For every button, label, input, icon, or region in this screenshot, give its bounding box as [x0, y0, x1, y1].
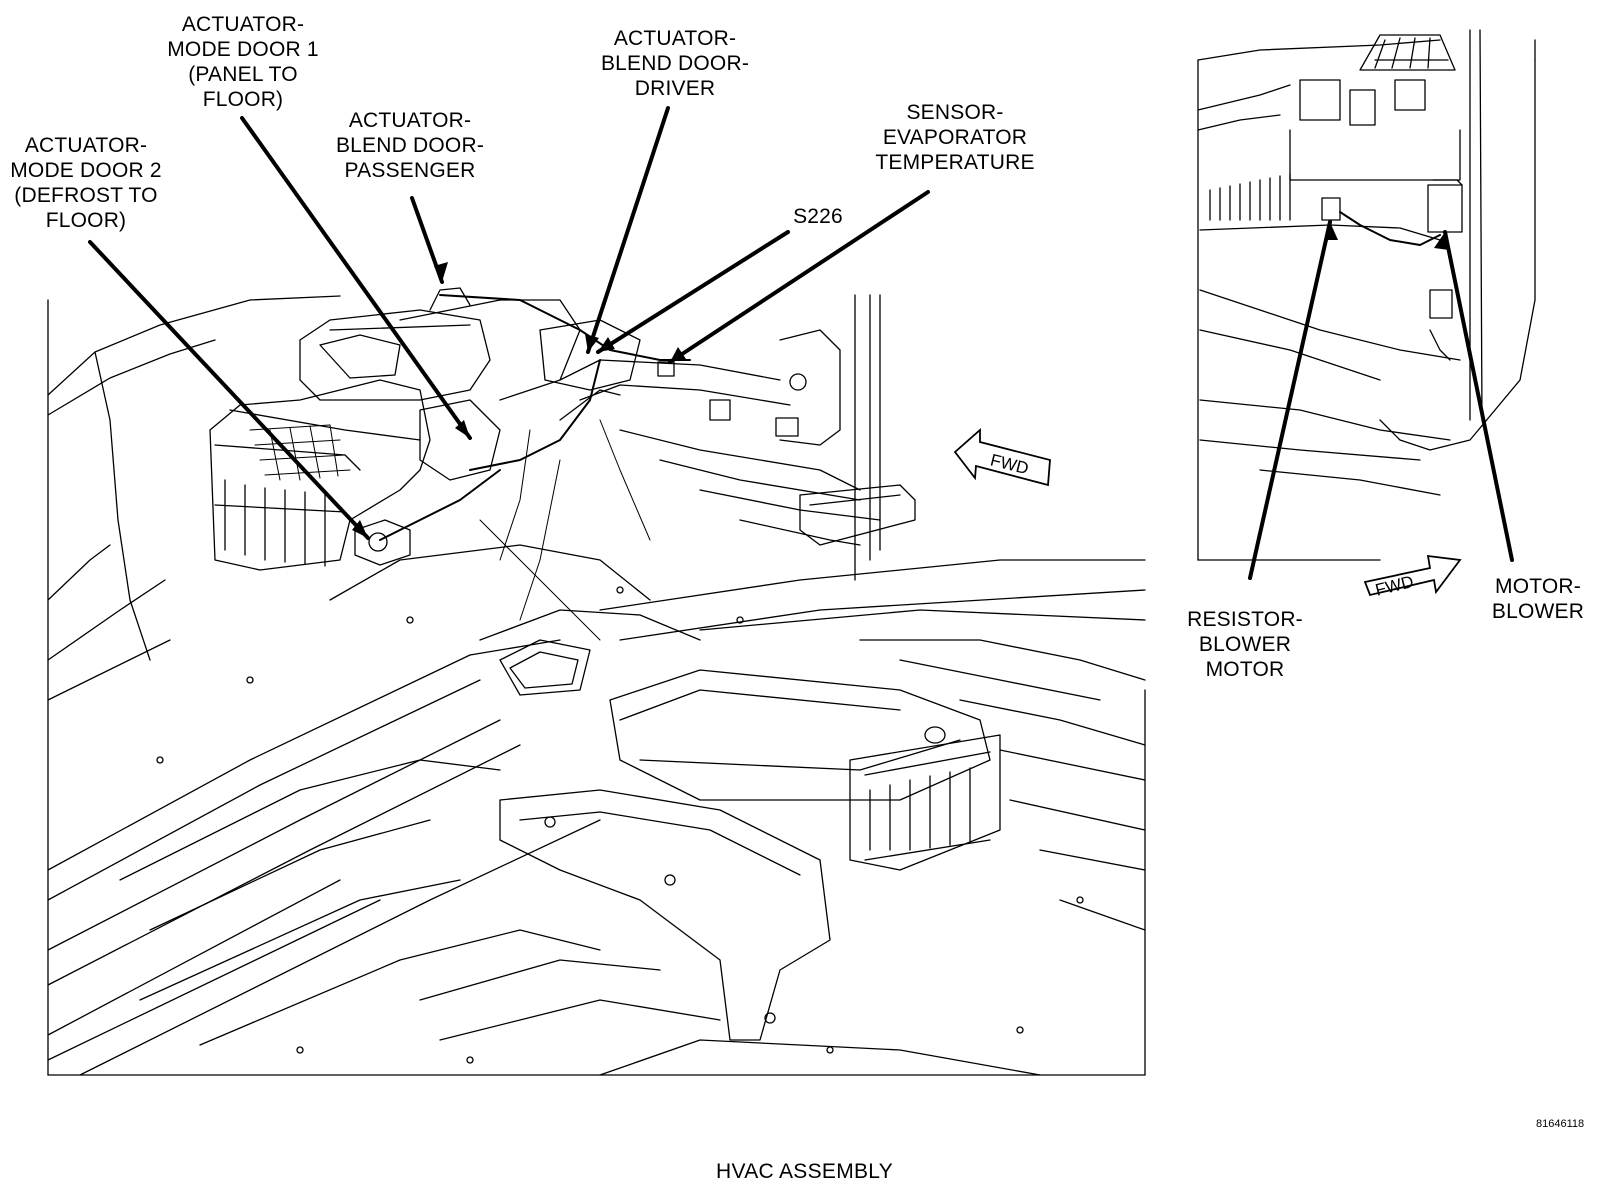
label-line: DRIVER	[634, 77, 716, 100]
label-line: ACTUATOR-	[613, 27, 737, 50]
label-line: (PANEL TO	[188, 63, 298, 86]
arrowheads	[352, 222, 1449, 538]
label-line: FLOOR)	[202, 88, 284, 111]
label-line: ACTUATOR-	[181, 13, 305, 36]
leader-evap-sensor	[668, 190, 930, 364]
label-line: S226	[793, 205, 843, 228]
label-line: (DEFROST TO	[14, 184, 158, 207]
label-blend-door-driver: ACTUATOR- BLEND DOOR- DRIVER	[590, 26, 760, 101]
fwd-label-inset: FWD	[1373, 572, 1415, 600]
label-line: MOTOR-	[1495, 575, 1581, 598]
label-line: BLEND DOOR-	[600, 52, 750, 75]
label-mode-door-2: ACTUATOR- MODE DOOR 2 (DEFROST TO FLOOR)	[0, 133, 172, 233]
label-line: BLOWER	[1491, 600, 1585, 623]
diagram-title: HVAC ASSEMBLY	[716, 1160, 894, 1183]
leader-resistor	[1248, 220, 1332, 580]
label-splice-s226: S226	[783, 204, 853, 229]
leader-lines	[88, 106, 1514, 580]
leader-s226	[596, 230, 790, 354]
label-line: MOTOR	[1205, 658, 1285, 681]
label-line: PASSENGER	[344, 159, 476, 182]
figure-id: 81646118	[1536, 1118, 1585, 1130]
label-line: EVAPORATOR	[882, 126, 1028, 149]
leader-mode-door-2	[88, 240, 370, 540]
label-evaporator-sensor: SENSOR- EVAPORATOR TEMPERATURE	[860, 100, 1050, 175]
leader-blend-driver	[586, 106, 670, 354]
leader-motor	[1443, 230, 1514, 562]
fwd-arrow-inset: FWD	[1363, 554, 1462, 600]
label-line: MODE DOOR 2	[10, 159, 162, 182]
label-motor-blower: MOTOR- BLOWER	[1478, 574, 1598, 624]
label-line: ACTUATOR-	[348, 109, 472, 132]
label-line: ACTUATOR-	[24, 134, 148, 157]
label-blend-door-passenger: ACTUATOR- BLEND DOOR- PASSENGER	[325, 108, 495, 183]
label-line: MODE DOOR 1	[167, 38, 319, 61]
label-line: RESISTOR-	[1187, 608, 1303, 631]
label-line: SENSOR-	[906, 101, 1004, 124]
leader-mode-door-1	[240, 116, 472, 440]
fwd-arrow-main: FWD	[953, 428, 1051, 487]
label-line: FLOOR)	[45, 209, 127, 232]
label-mode-door-1: ACTUATOR- MODE DOOR 1 (PANEL TO FLOOR)	[148, 12, 338, 112]
label-line: TEMPERATURE	[875, 151, 1035, 174]
label-line: BLEND DOOR-	[335, 134, 485, 157]
label-line: BLOWER	[1198, 633, 1292, 656]
label-resistor-blower-motor: RESISTOR- BLOWER MOTOR	[1170, 607, 1320, 682]
